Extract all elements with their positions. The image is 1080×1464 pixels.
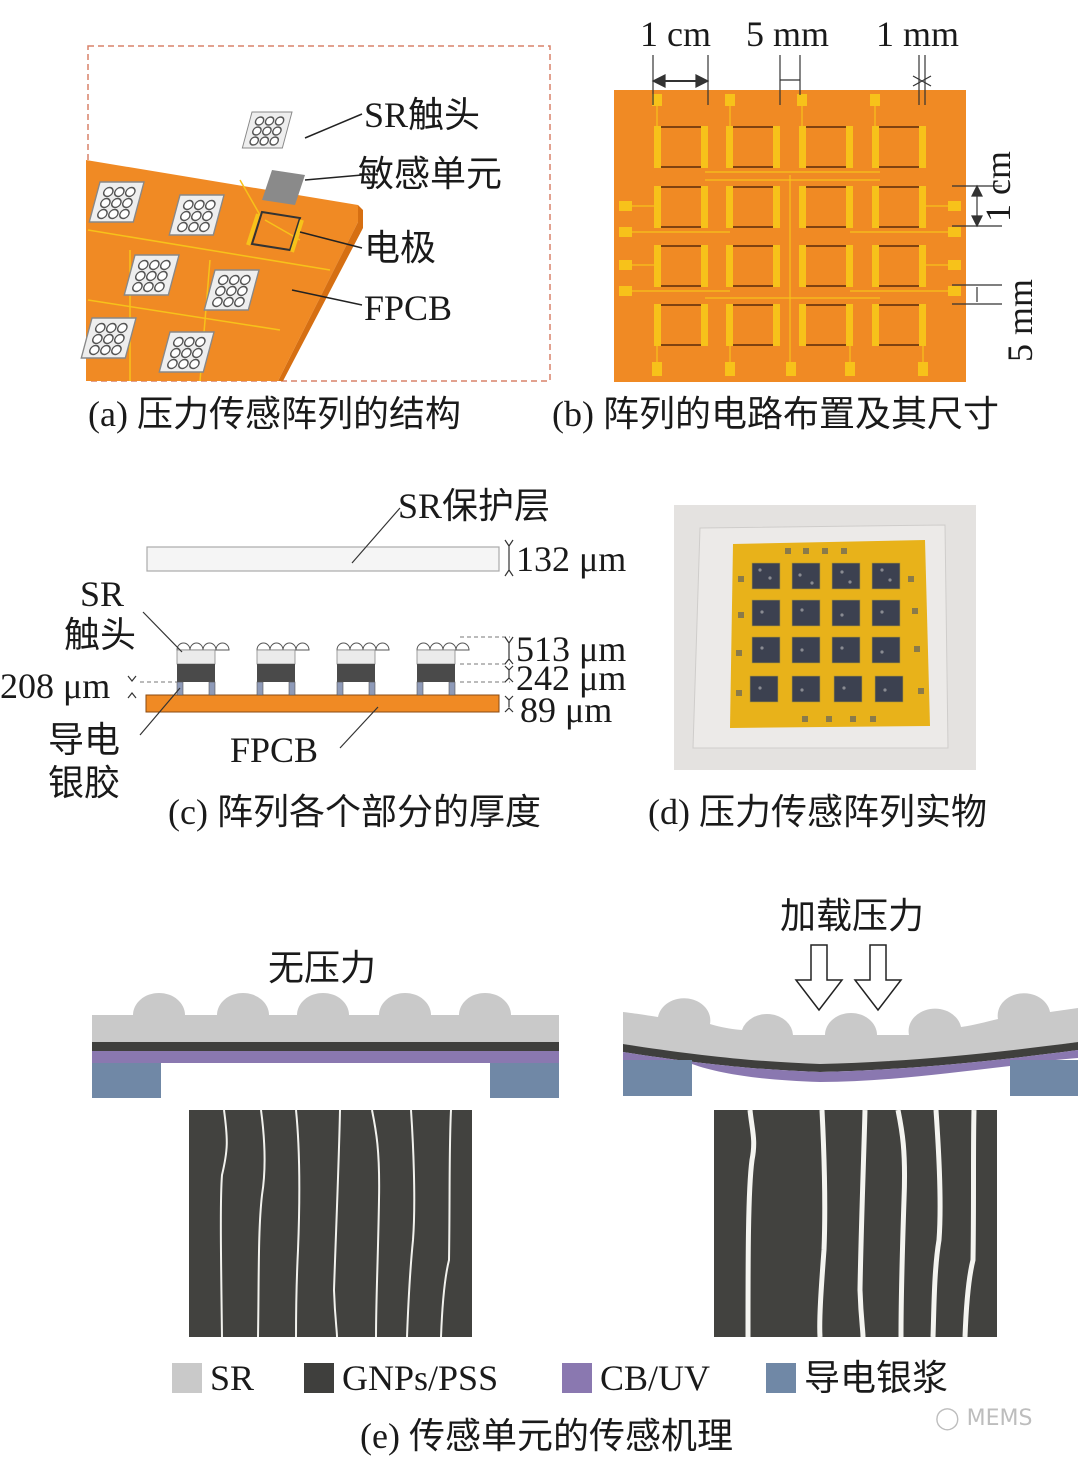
label-electrode: 电极 <box>364 228 437 268</box>
no-pressure-crack-view <box>189 1109 472 1338</box>
legend-item-sr: SR <box>172 1360 254 1396</box>
panel-c-cross-section <box>127 507 514 749</box>
no-pressure-cross-section <box>92 993 559 1098</box>
legend-item-cb-uv: CB/UV <box>562 1360 710 1396</box>
caption-e: (e) 传感单元的传感机理 <box>360 1416 733 1456</box>
label-silver-glue-line1: 导电 <box>48 720 121 760</box>
panel-a-illustration <box>80 45 551 382</box>
legend-label-gnps-pss: GNPs/PSS <box>342 1358 499 1398</box>
caption-b: (b) 阵列的电路布置及其尺寸 <box>552 394 999 434</box>
thickness-protect-layer: 132 μm <box>516 539 627 579</box>
label-sr: SR <box>80 574 125 614</box>
with-pressure-crack-view <box>714 1109 997 1338</box>
label-with-pressure: 加载压力 <box>780 896 925 936</box>
with-pressure-cross-section <box>623 944 1078 1096</box>
legend-swatch-cb-uv <box>562 1363 592 1393</box>
legend-label-sr: SR <box>210 1358 255 1398</box>
dim-line-width: 1 mm <box>876 14 960 54</box>
dim-gap: 5 mm <box>746 14 830 54</box>
caption-d: (d) 压力传感阵列实物 <box>648 792 987 832</box>
caption-a: (a) 压力传感阵列的结构 <box>88 394 461 434</box>
watermark: ◯ MEMS <box>935 1406 1032 1431</box>
legend-item-silver-paste: 导电银浆 <box>766 1360 948 1396</box>
legend-swatch-silver-paste <box>766 1363 796 1393</box>
legend-item-gnps-pss: GNPs/PSS <box>304 1360 498 1396</box>
label-fpcb-c: FPCB <box>230 730 319 770</box>
label-contact: 触头 <box>64 615 137 655</box>
label-fpcb: FPCB <box>364 288 453 328</box>
thickness-fpcb: 89 μm <box>520 690 613 730</box>
label-silver-glue-line2: 银胶 <box>48 763 121 803</box>
label-sensing-unit: 敏感单元 <box>358 154 503 194</box>
label-sr-protect-layer: SR保护层 <box>398 486 551 526</box>
wechat-icon: ◯ <box>935 1406 960 1431</box>
thickness-sensing: 242 μm <box>516 658 627 698</box>
label-no-pressure: 无压力 <box>268 948 377 988</box>
watermark-text: MEMS <box>966 1406 1033 1431</box>
legend-label-cb-uv: CB/UV <box>600 1358 711 1398</box>
panel-b-circuit-layout <box>614 55 1002 382</box>
thickness-silver: 208 μm <box>0 666 111 706</box>
caption-c: (c) 阵列各个部分的厚度 <box>168 792 541 832</box>
dim-unit-width: 1 cm <box>640 14 711 54</box>
legend-label-silver-paste: 导电银浆 <box>804 1358 949 1398</box>
panel-d-photo <box>674 505 976 770</box>
legend-swatch-sr <box>172 1363 202 1393</box>
thickness-sr-contact: 513 μm <box>516 629 627 669</box>
label-sr-contact: SR触头 <box>364 95 481 135</box>
legend-swatch-gnps-pss <box>304 1363 334 1393</box>
